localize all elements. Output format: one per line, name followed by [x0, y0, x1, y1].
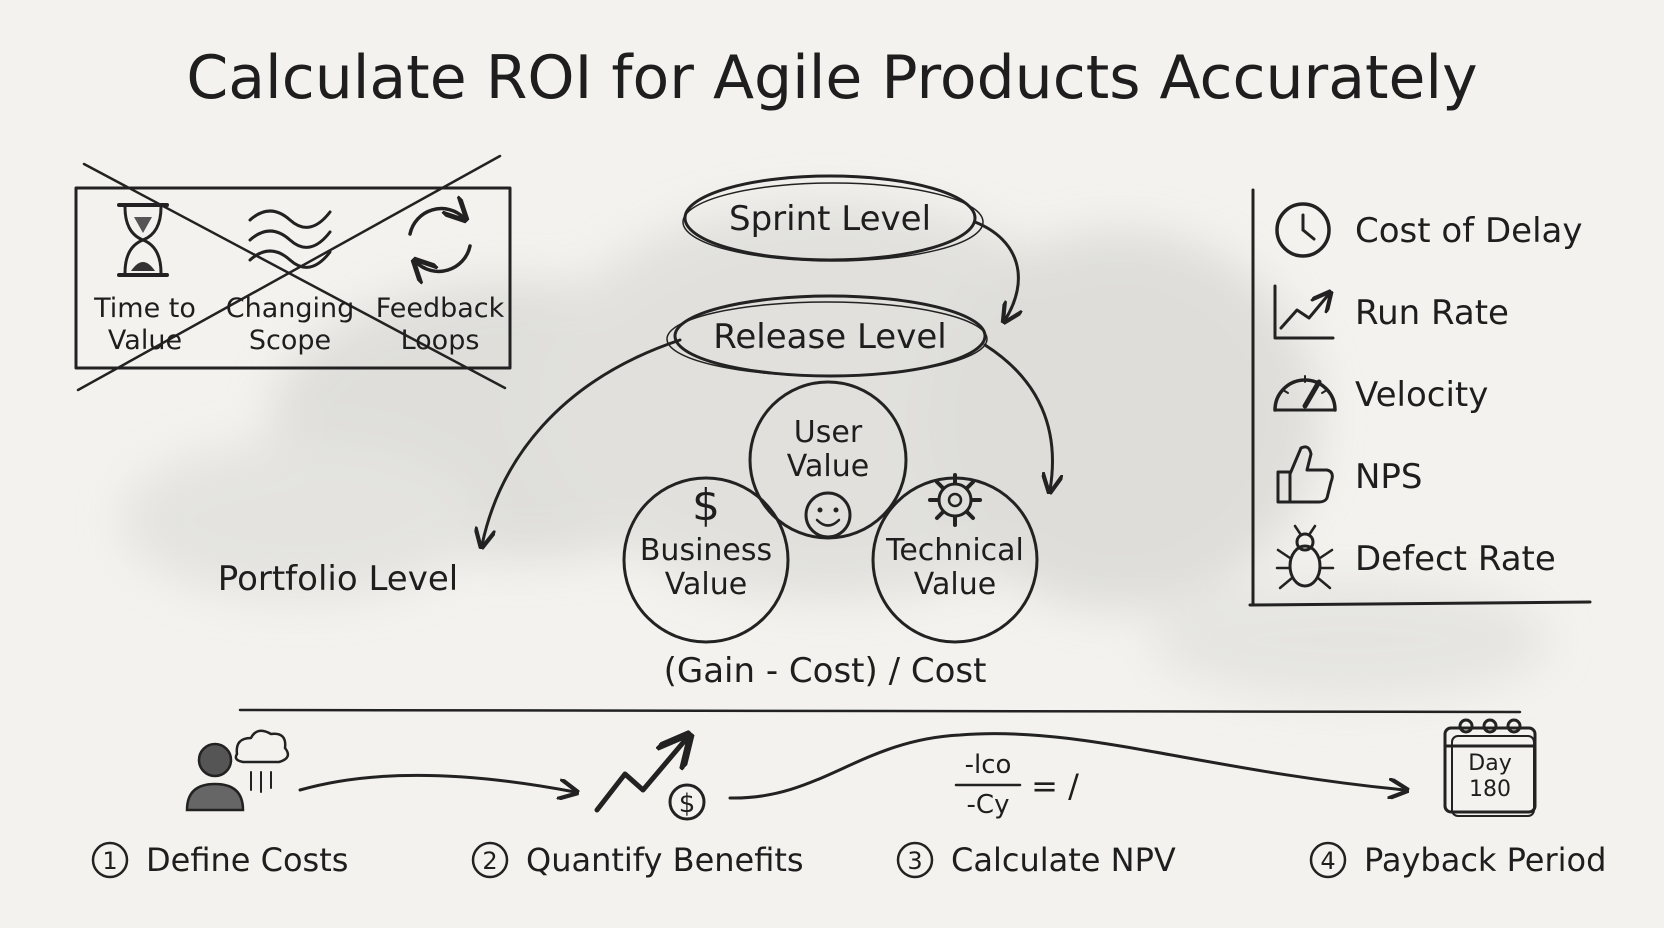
metric-label: Defect Rate — [1355, 539, 1556, 579]
hourglass-icon — [117, 203, 169, 277]
step-number-circle — [471, 841, 509, 879]
sprint-level-ellipse — [683, 174, 977, 262]
release-level-label: Release Level — [713, 317, 946, 357]
step-label: Quantify Benefits — [526, 841, 804, 879]
calendar-day-label: Day — [1468, 751, 1511, 776]
page-title: Calculate ROI for Agile Products Accurat… — [186, 43, 1477, 113]
step-number: 2 — [482, 847, 497, 875]
metric-label: Velocity — [1355, 375, 1488, 415]
step-2: 2 Quantify Benefits — [471, 841, 804, 879]
step-number: 4 — [1320, 847, 1335, 875]
business-value-label: Value — [665, 567, 747, 602]
technical-value-label: Technical — [885, 533, 1024, 568]
npv-numerator: -lco — [965, 750, 1012, 780]
npv-denominator: -Cy — [967, 790, 1010, 820]
metric-label: NPS — [1355, 457, 1423, 497]
step-number-circle — [896, 841, 934, 879]
smiley-icon — [804, 491, 852, 539]
calendar-day-number: 180 — [1469, 777, 1511, 802]
npv-rhs: = / — [1031, 767, 1079, 805]
challenge-label: Feedback — [376, 293, 505, 324]
challenge-label: Loops — [401, 325, 480, 356]
trend-chart-icon — [1273, 284, 1333, 340]
cross-line — [76, 154, 502, 392]
step-arrow — [298, 773, 575, 792]
step-label: Define Costs — [146, 841, 348, 879]
challenges-box: Time to Value Changing Scope Feedback Lo… — [74, 154, 512, 392]
portfolio-level-label: Portfolio Level — [218, 559, 458, 599]
person-cloud-icon — [185, 729, 290, 812]
step-3: 3 Calculate NPV — [896, 841, 1176, 879]
step-label: Payback Period — [1364, 841, 1606, 879]
sprint-level-label: Sprint Level — [729, 199, 931, 239]
speedometer-icon — [1273, 375, 1337, 412]
release-to-technical-arrow — [983, 343, 1052, 490]
metric-label: Run Rate — [1355, 293, 1509, 333]
metric-label: Cost of Delay — [1355, 211, 1582, 251]
coin-dollar-icon: $ — [679, 789, 696, 819]
metrics-panel: Cost of Delay Run Rate Velocity NPS Defe… — [1248, 188, 1592, 607]
challenge-label: Changing — [226, 293, 355, 324]
business-value-label: Business — [640, 533, 772, 568]
step-number-circle — [1309, 841, 1347, 879]
step-1: 1 Define Costs — [91, 841, 348, 879]
challenge-label: Value — [108, 325, 182, 356]
growth-arrow-icon: $ — [594, 738, 706, 821]
step-number: 1 — [102, 847, 117, 875]
step-number-circle — [91, 841, 129, 879]
challenge-label: Time to — [93, 293, 196, 324]
value-venn: User Value $ Business Value Technical Va… — [622, 380, 1039, 644]
roi-formula: (Gain - Cost) / Cost — [664, 651, 987, 691]
wave-icon — [248, 209, 332, 269]
release-to-portfolio-arrow — [482, 338, 682, 545]
user-value-label: Value — [787, 449, 869, 484]
step-label: Calculate NPV — [951, 841, 1176, 879]
user-value-label: User — [794, 415, 863, 450]
cycle-arrows-icon — [408, 209, 472, 272]
challenge-label: Scope — [249, 325, 331, 356]
step-number: 3 — [907, 847, 922, 875]
sprint-to-release-arrow — [973, 220, 1018, 320]
step-4: 4 Payback Period — [1309, 841, 1606, 879]
thumbs-up-icon — [1276, 445, 1334, 504]
levels-flow: Sprint Level Release Level Portfolio Lev… — [218, 174, 1053, 599]
equation-icon: -lco -Cy = / — [954, 750, 1079, 820]
step-arrow — [728, 732, 1405, 798]
technical-value-label: Value — [914, 567, 996, 602]
cross-line — [82, 162, 507, 390]
clock-icon — [1275, 202, 1331, 258]
bug-icon — [1275, 524, 1335, 590]
divider-line — [238, 708, 1522, 714]
process-steps: $ -lco -Cy = / Day 180 1 Define Costs — [91, 718, 1606, 879]
calendar-icon: Day 180 — [1443, 718, 1537, 817]
business-value-circle — [622, 476, 790, 644]
gear-icon — [928, 473, 982, 527]
dollar-icon: $ — [692, 480, 720, 531]
